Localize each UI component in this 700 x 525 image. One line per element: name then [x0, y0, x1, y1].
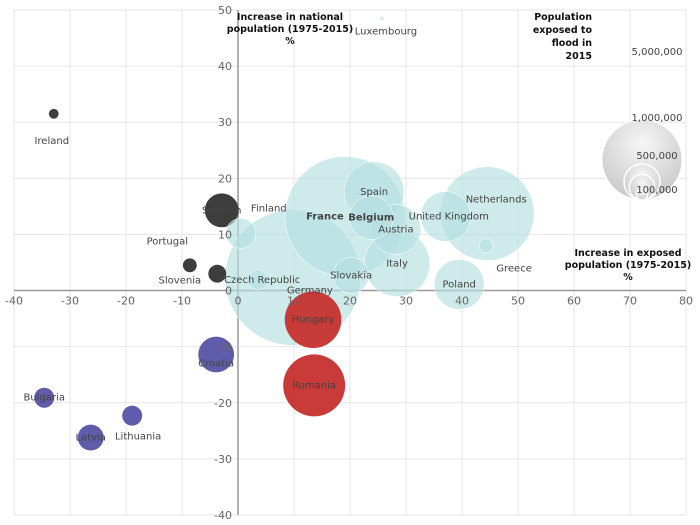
bubble-slovakia — [332, 257, 370, 294]
bubble-label: Austria — [378, 224, 413, 235]
x-tick-label: 0 — [235, 295, 242, 308]
bubble-label: Greece — [496, 264, 532, 275]
bubble-label: Hungary — [292, 315, 335, 326]
size-legend-circle — [635, 187, 649, 201]
y-tick-label: -40 — [214, 509, 232, 522]
bubble-latvia — [77, 424, 104, 451]
y-tick-label: -30 — [214, 453, 232, 466]
bubble-label: Luxembourg — [355, 26, 417, 37]
y-tick-label: 40 — [218, 60, 232, 73]
x-tick-label: 10 — [287, 295, 301, 308]
bubble-lithuania — [122, 405, 143, 426]
bubble-label: Finland — [251, 203, 287, 214]
y-tick-label: 50 — [218, 4, 232, 17]
y-tick-label: -20 — [214, 397, 232, 410]
size-legend-label: 5,000,000 — [632, 47, 683, 58]
bubble-poland — [433, 259, 485, 310]
bubble-sweden — [204, 193, 239, 228]
x-tick-label: 50 — [511, 295, 525, 308]
bubble-czech-republic — [247, 269, 269, 291]
bubble-label: Italy — [386, 259, 408, 270]
bubble-label: Slovakia — [330, 270, 372, 281]
bubble-label: Sweden — [202, 205, 242, 216]
x-tick-label: 80 — [679, 295, 693, 308]
x-tick-label: 30 — [399, 295, 413, 308]
y-tick-label: 0 — [225, 285, 232, 298]
x-tick-label: 70 — [623, 295, 637, 308]
bubble-label: Slovenia — [159, 275, 202, 286]
bubble-label: Poland — [443, 279, 476, 290]
x-tick-label: 60 — [567, 295, 581, 308]
bubble-label: Belgium — [348, 213, 394, 224]
bubble-hungary — [284, 291, 342, 349]
size-legend-label: 100,000 — [636, 185, 677, 196]
bubble-label: Ireland — [34, 136, 69, 147]
y-tick-label: -10 — [214, 341, 232, 354]
bubble-label: Czech Republic — [224, 275, 300, 286]
bubble-label: Portugal — [147, 237, 188, 248]
x-tick-label: 20 — [343, 295, 357, 308]
bubble-label: Bulgaria — [23, 393, 64, 404]
x-tick-label: -20 — [117, 295, 135, 308]
bubble-label: Croatia — [198, 359, 234, 370]
bubble-croatia — [198, 336, 235, 373]
y-tick-label: 10 — [218, 228, 232, 241]
bubble-ireland — [48, 108, 59, 119]
bubble-label: France — [306, 211, 344, 222]
bubble-label: United Kingdom — [409, 211, 489, 222]
bubble-united-kingdom — [420, 191, 471, 242]
bubble-greece — [478, 238, 494, 253]
bubble-luxembourg — [379, 16, 385, 21]
bubble-label: Latvia — [75, 433, 105, 444]
x-tick-label: 40 — [455, 295, 469, 308]
bubble-finland — [225, 218, 257, 249]
x-tick-label: -40 — [5, 295, 23, 308]
bubble-label: Germany — [287, 286, 333, 297]
x-tick-label: -30 — [61, 295, 79, 308]
y-tick-label: 20 — [218, 172, 232, 185]
bubble-label: Spain — [360, 187, 388, 198]
bubble-romania — [283, 354, 346, 417]
bubble-label: Lithuania — [115, 432, 161, 443]
size-legend-label: 1,000,000 — [632, 113, 683, 124]
y-tick-label: 30 — [218, 116, 232, 129]
size-legend-label: 500,000 — [636, 151, 677, 162]
bubble-label: Netherlands — [466, 195, 527, 206]
bubble-slovenia — [182, 258, 197, 273]
bubble-label: Romania — [292, 380, 336, 391]
bubble-portugal — [208, 264, 227, 283]
bubble-belgium — [349, 195, 394, 240]
x-tick-label: -10 — [173, 295, 191, 308]
bubble-bulgaria — [34, 387, 55, 408]
